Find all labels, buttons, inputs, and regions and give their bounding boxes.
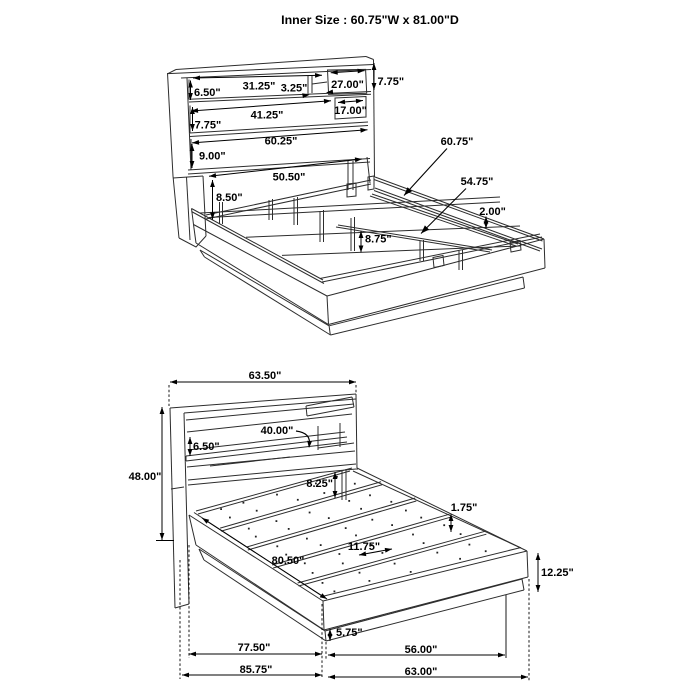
svg-text:12.25": 12.25" <box>541 567 574 579</box>
svg-text:3.25": 3.25" <box>281 82 308 94</box>
svg-text:60.75": 60.75" <box>441 136 474 148</box>
svg-text:6.50": 6.50" <box>194 87 221 99</box>
svg-text:27.00": 27.00" <box>331 79 364 91</box>
svg-text:7.75": 7.75" <box>195 120 222 132</box>
svg-text:60.25": 60.25" <box>265 136 298 148</box>
svg-text:63.00": 63.00" <box>405 666 438 678</box>
svg-text:17.00": 17.00" <box>334 105 367 117</box>
svg-text:56.00": 56.00" <box>405 644 438 656</box>
svg-text:50.50": 50.50" <box>273 171 306 183</box>
svg-text:9.00": 9.00" <box>199 151 226 163</box>
svg-text:41.25": 41.25" <box>251 110 284 122</box>
svg-text:6.50": 6.50" <box>193 441 220 453</box>
svg-text:77.50": 77.50" <box>238 642 271 654</box>
svg-text:48.00": 48.00" <box>129 471 162 483</box>
svg-text:8.25": 8.25" <box>306 478 333 490</box>
svg-text:8.50": 8.50" <box>216 192 243 204</box>
svg-text:11.75": 11.75" <box>348 541 380 553</box>
svg-text:8.75": 8.75" <box>365 234 392 246</box>
svg-text:80.50": 80.50" <box>272 555 305 567</box>
svg-text:31.25": 31.25" <box>243 80 276 92</box>
svg-text:54.75": 54.75" <box>461 176 494 188</box>
svg-text:85.75": 85.75" <box>240 664 273 676</box>
svg-text:63.50": 63.50" <box>249 370 282 382</box>
svg-text:1.75": 1.75" <box>451 502 478 514</box>
svg-text:40.00": 40.00" <box>261 425 294 437</box>
svg-text:2.00": 2.00" <box>479 206 506 218</box>
svg-text:5.75": 5.75" <box>336 627 363 639</box>
svg-text:7.75": 7.75" <box>378 76 405 88</box>
svg-text:Inner Size : 60.75"W x 81.00"D: Inner Size : 60.75"W x 81.00"D <box>281 13 459 27</box>
